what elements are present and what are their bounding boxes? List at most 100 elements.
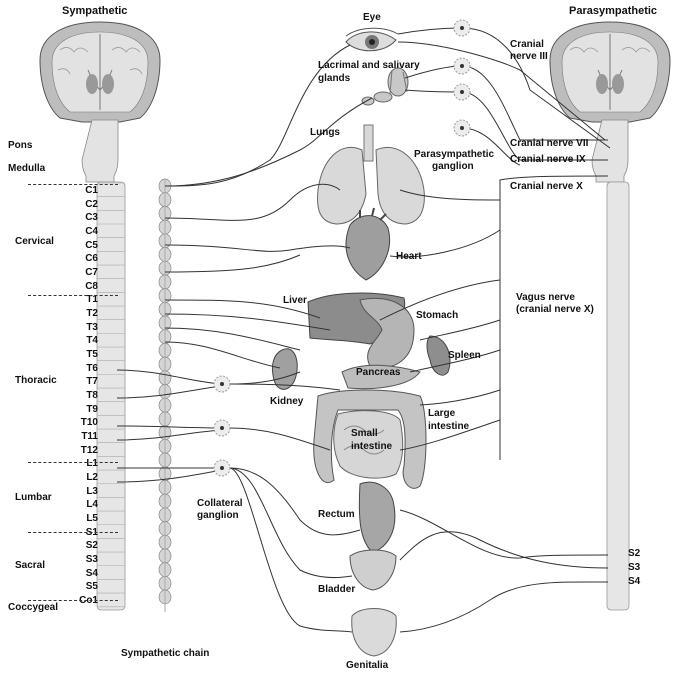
segment-c6: C6 xyxy=(68,253,98,264)
segment-t2: T2 xyxy=(68,308,98,319)
pancreas-label: Pancreas xyxy=(356,367,400,378)
cranial-nerve-iii-label-2: nerve III xyxy=(510,51,548,62)
segment-t4: T4 xyxy=(68,335,98,346)
kidney-organ xyxy=(272,349,297,390)
collateral-ganglion-label-1: Collateral xyxy=(197,498,243,509)
nerve-fiber xyxy=(420,390,500,405)
eye-organ xyxy=(346,28,398,51)
divider-thoracic xyxy=(28,295,118,296)
small-intestine-label-1: Small xyxy=(351,428,378,439)
lungs-organ xyxy=(318,125,425,224)
nerve-fiber xyxy=(420,320,500,340)
region-coccygeal: Coccygeal xyxy=(8,602,58,613)
right-spinal-cord xyxy=(592,120,629,610)
large-intestine-label-1: Large xyxy=(428,408,455,419)
divider-cervical xyxy=(28,184,118,185)
nerve-fiber xyxy=(230,468,352,578)
cranial-nerve-iii-label-1: Cranial xyxy=(510,39,544,50)
medulla-label: Medulla xyxy=(8,163,45,174)
nerve-fiber xyxy=(400,582,608,632)
ganglion-dot xyxy=(460,126,464,130)
segment-t3: T3 xyxy=(68,322,98,333)
ganglion-dot xyxy=(220,466,224,470)
segment-t10: T10 xyxy=(68,417,98,428)
segment-l4: L4 xyxy=(68,499,98,510)
segment-s3: S3 xyxy=(68,554,98,565)
segment-c5: C5 xyxy=(68,240,98,251)
cranial-nerve-ix-label: Cranial nerve IX xyxy=(510,154,586,165)
region-thoracic: Thoracic xyxy=(15,375,57,386)
cranial-nerve-x-label: Cranial nerve X xyxy=(510,181,583,192)
rectum-label: Rectum xyxy=(318,509,355,520)
segment-s4: S4 xyxy=(68,568,98,579)
ganglion-dot xyxy=(220,382,224,386)
divider-sacral xyxy=(28,532,118,533)
bladder-organ xyxy=(350,550,396,590)
nerve-fiber xyxy=(165,184,340,220)
eye-label: Eye xyxy=(363,12,381,23)
nerve-fiber xyxy=(165,342,280,368)
region-sacral: Sacral xyxy=(15,560,45,571)
parasympathetic-ganglion-label-2: ganglion xyxy=(432,161,474,172)
segment-c7: C7 xyxy=(68,267,98,278)
genitalia-label: Genitalia xyxy=(346,660,388,671)
segment-t1: T1 xyxy=(68,294,98,305)
nerve-fiber xyxy=(165,255,300,272)
sympathetic-chain-label: Sympathetic chain xyxy=(121,648,209,659)
segment-s5: S5 xyxy=(68,581,98,592)
segment-t8: T8 xyxy=(68,390,98,401)
right-brain xyxy=(550,22,670,122)
segment-t9: T9 xyxy=(68,404,98,415)
segment-l1: L1 xyxy=(68,458,98,469)
rectum-organ xyxy=(359,482,395,552)
lungs-label: Lungs xyxy=(310,127,340,138)
nerve-fiber xyxy=(405,90,462,92)
segment-t7: T7 xyxy=(68,376,98,387)
segment-c2: C2 xyxy=(68,199,98,210)
nerve-fiber xyxy=(400,532,608,568)
ganglion-dot xyxy=(220,426,224,430)
genitalia-organ xyxy=(352,609,397,657)
segment-t6: T6 xyxy=(68,363,98,374)
vagus-nerve-label-2: (cranial nerve X) xyxy=(516,304,594,315)
nerve-fiber xyxy=(165,314,330,330)
sacral-outflow-s2: S2 xyxy=(628,548,640,559)
ganglion-dot xyxy=(460,90,464,94)
small-intestine-label-2: intestine xyxy=(351,441,392,452)
nerve-fiber xyxy=(230,468,360,535)
heart-label: Heart xyxy=(396,251,422,262)
cranial-nerve-vii-label: Cranial nerve VII xyxy=(510,138,588,149)
segment-c3: C3 xyxy=(68,212,98,223)
segment-c1: C1 xyxy=(68,185,98,196)
sacral-outflow-s4: S4 xyxy=(628,576,640,587)
segment-l5: L5 xyxy=(68,513,98,524)
nerve-fiber xyxy=(230,468,352,632)
parasympathetic-ganglion-label-1: Parasympathetic xyxy=(414,149,494,160)
segment-t11: T11 xyxy=(68,431,98,442)
divider-coccygeal xyxy=(28,600,118,601)
left-brain xyxy=(40,22,160,122)
ganglion-dot xyxy=(460,64,464,68)
region-lumbar: Lumbar xyxy=(15,492,52,503)
nerve-fiber xyxy=(398,28,462,34)
nerve-fiber xyxy=(165,328,300,350)
segment-s2: S2 xyxy=(68,540,98,551)
sympathetic-title: Sympathetic xyxy=(62,6,127,17)
collateral-ganglion-label-2: ganglion xyxy=(197,510,239,521)
divider-lumbar xyxy=(28,462,118,463)
ganglion-dot xyxy=(460,26,464,30)
segment-t12: T12 xyxy=(68,445,98,456)
kidney-label: Kidney xyxy=(270,396,303,407)
segment-c4: C4 xyxy=(68,226,98,237)
nerve-fiber xyxy=(165,245,350,251)
lacrimal-label-2: glands xyxy=(318,73,388,84)
vagus-nerve-label-1: Vagus nerve xyxy=(516,292,575,303)
nerve-fiber xyxy=(500,176,608,460)
spleen-label: Spleen xyxy=(448,350,481,361)
large-intestine-label-2: intestine xyxy=(428,421,469,432)
stomach-label: Stomach xyxy=(416,310,458,321)
segment-c8: C8 xyxy=(68,281,98,292)
parasympathetic-title: Parasympathetic xyxy=(569,6,657,17)
